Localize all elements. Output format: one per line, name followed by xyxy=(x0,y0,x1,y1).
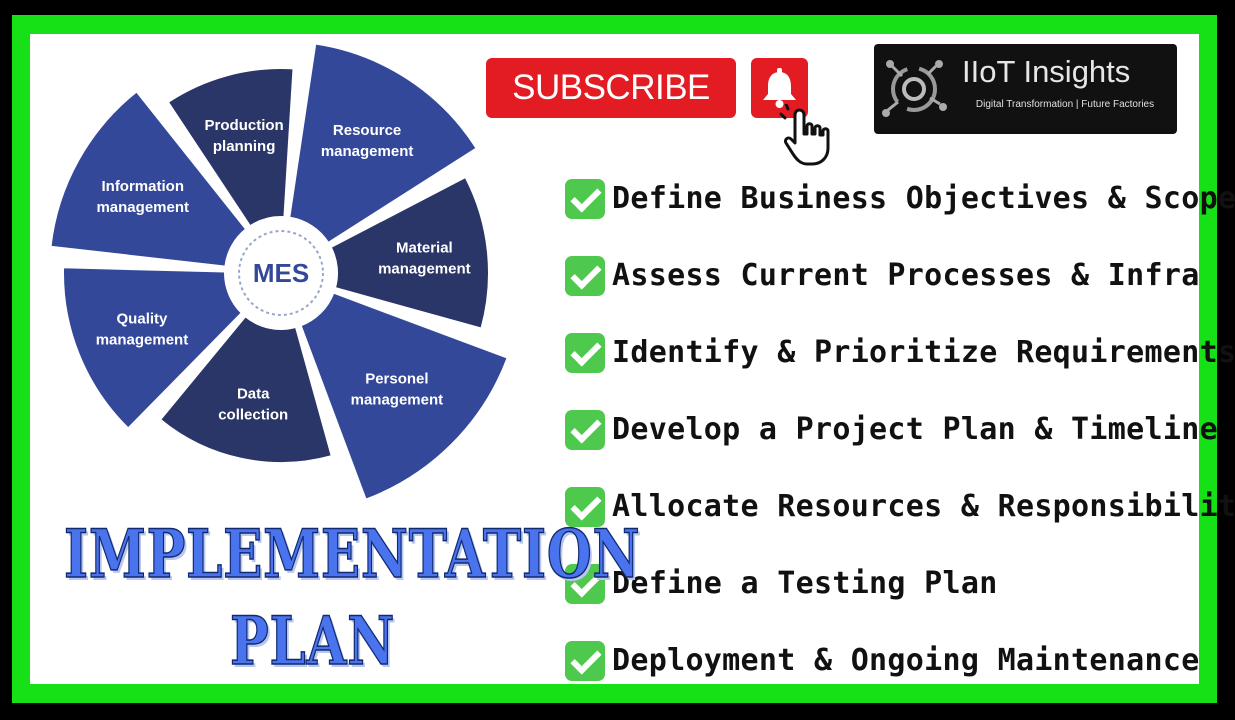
mes-petal: Data collection xyxy=(159,315,333,464)
check-mark-box-icon xyxy=(565,640,605,681)
checklist-item: Identify & Prioritize Requirements xyxy=(565,314,1235,391)
mes-petal-label: Resource xyxy=(333,122,401,139)
logo-title: IIoT Insights xyxy=(962,54,1131,89)
mes-petal-label: Information xyxy=(101,178,184,195)
mes-petal: Production planning xyxy=(166,67,295,228)
checklist-item: Develop a Project Plan & Timeline xyxy=(565,391,1235,468)
check-mark-box-icon xyxy=(565,178,605,219)
checklist-item-text: Develop a Project Plan & Timeline xyxy=(612,412,1218,447)
notification-bell-button[interactable] xyxy=(751,58,808,118)
mes-petal-shape xyxy=(166,67,295,228)
checklist-item-text: Define a Testing Plan xyxy=(612,566,998,601)
checklist-item: Deployment & Ongoing Maintenance xyxy=(565,622,1235,699)
check-mark-box-icon xyxy=(565,409,605,450)
mes-petal-label: Data xyxy=(237,385,270,402)
logo-tagline: Digital Transformation | Future Factorie… xyxy=(975,99,1155,110)
mes-petal-label: management xyxy=(321,143,414,160)
checklist-item: Allocate Resources & Responsibilities xyxy=(565,468,1235,545)
mes-petal: Information management xyxy=(49,90,248,268)
check-mark-box-icon xyxy=(565,332,605,373)
checklist-item-text: Identify & Prioritize Requirements xyxy=(612,335,1235,370)
check-mark-box-icon xyxy=(565,255,605,296)
mes-petal-shape xyxy=(159,315,333,464)
checklist-item-text: Assess Current Processes & Infra xyxy=(612,258,1200,293)
checklist-item: Assess Current Processes & Infra xyxy=(565,237,1235,314)
checklist-item: Define a Testing Plan xyxy=(565,545,1235,622)
mes-petal-label: collection xyxy=(218,406,288,423)
title-line-2: PLAN xyxy=(229,601,396,681)
iiot-circuit-logo-icon xyxy=(882,60,947,117)
mes-petal-label: management xyxy=(351,391,444,408)
checklist-item-text: Allocate Resources & Responsibilities xyxy=(612,489,1235,524)
title-line-1: IMPLEMENTATION xyxy=(63,514,641,594)
mes-petal-label: Quality xyxy=(117,311,169,328)
checklist-item-text: Define Business Objectives & Scope xyxy=(612,181,1235,216)
mes-petal-label: planning xyxy=(213,138,276,155)
mes-petal-label: management xyxy=(96,332,189,349)
mes-petal: Material management xyxy=(329,175,490,330)
checklist-item: Define Business Objectives & Scope xyxy=(565,160,1235,237)
mes-petal-label: Personel xyxy=(365,370,428,387)
mes-petal-shape xyxy=(329,175,490,330)
mes-petal-label: Production xyxy=(205,117,284,134)
mes-petal-label: Material xyxy=(396,239,453,256)
hand-pointer-icon xyxy=(779,104,830,166)
bell-icon xyxy=(763,68,796,108)
check-mark-box-icon xyxy=(565,563,605,604)
checklist-item-text: Deployment & Ongoing Maintenance xyxy=(612,643,1200,678)
mes-petal: Personel management xyxy=(299,291,509,501)
mes-petal-label: management xyxy=(378,260,471,277)
subscribe-button[interactable]: SUBSCRIBE xyxy=(486,58,736,118)
mes-petal-label: management xyxy=(96,199,189,216)
check-mark-box-icon xyxy=(565,486,605,527)
mes-petal: Resource management xyxy=(288,42,478,244)
